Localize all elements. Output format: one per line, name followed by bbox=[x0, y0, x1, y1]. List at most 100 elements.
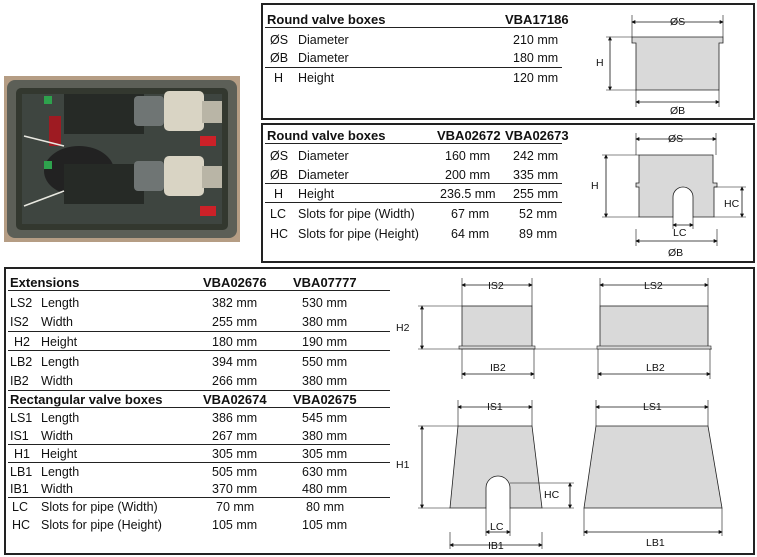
rect-ib1-label: IB1 bbox=[488, 540, 504, 552]
ext-value2: 190 mm bbox=[302, 335, 348, 349]
round2-sym: H bbox=[274, 187, 284, 201]
ext-value2: 530 mm bbox=[302, 296, 348, 310]
rect-value1: 386 mm bbox=[212, 411, 258, 425]
ext-value2: 550 mm bbox=[302, 355, 348, 369]
round2-side-label: H bbox=[591, 180, 599, 192]
extensions-title: Extensions bbox=[10, 275, 80, 290]
round2-value2: 335 mm bbox=[513, 168, 559, 182]
round1-sym: ØS bbox=[270, 33, 289, 47]
ext-label: Width bbox=[41, 374, 73, 388]
round2-value2: 89 mm bbox=[519, 227, 558, 241]
rect-lb1-label: LB1 bbox=[646, 537, 665, 549]
round1-diagram: ØS H ØB bbox=[596, 15, 724, 117]
rect-label: Height bbox=[41, 447, 78, 461]
round2-code1: VBA02672 bbox=[437, 128, 501, 143]
rect-label: Width bbox=[41, 482, 73, 496]
ext-value1: 266 mm bbox=[212, 374, 258, 388]
rect-h1-label: H1 bbox=[396, 459, 410, 471]
round2-value2: 52 mm bbox=[519, 207, 558, 221]
ext-sym: LB2 bbox=[10, 355, 33, 369]
round1-sym: ØB bbox=[270, 51, 289, 65]
round1-label: Diameter bbox=[298, 33, 349, 47]
rect-value2: 305 mm bbox=[302, 447, 348, 461]
round2-value1: 64 mm bbox=[451, 227, 490, 241]
extensions-code1: VBA02676 bbox=[203, 275, 267, 290]
rect-value1: 305 mm bbox=[212, 447, 258, 461]
round1-bottom-label: ØB bbox=[670, 105, 685, 117]
rect-label: Length bbox=[41, 465, 80, 479]
round2-sym: ØB bbox=[270, 168, 289, 182]
ext-ls2-label: LS2 bbox=[644, 280, 663, 292]
round2-sym: ØS bbox=[270, 149, 289, 163]
round1-top-label: ØS bbox=[670, 16, 685, 28]
ext-value1: 255 mm bbox=[212, 315, 258, 329]
rect-label: Slots for pipe (Height) bbox=[41, 518, 162, 532]
round2-value1: 67 mm bbox=[451, 207, 490, 221]
rect-value2: 105 mm bbox=[302, 518, 348, 532]
round1-label: Height bbox=[298, 71, 335, 85]
rect-is1-label: IS1 bbox=[487, 401, 503, 413]
ext-is2-label: IS2 bbox=[488, 280, 504, 292]
rect-ls1-label: LS1 bbox=[643, 401, 662, 413]
round1-value: 180 mm bbox=[513, 51, 559, 65]
round2-label: Slots for pipe (Height) bbox=[298, 227, 419, 241]
round2-label: Diameter bbox=[298, 149, 349, 163]
ext-value2: 380 mm bbox=[302, 374, 348, 388]
rect-value2: 480 mm bbox=[302, 482, 348, 496]
rect-value1: 370 mm bbox=[212, 482, 258, 496]
rect-hc-label: HC bbox=[544, 489, 560, 501]
ext-sym: IB2 bbox=[10, 374, 29, 388]
round1-label: Diameter bbox=[298, 51, 349, 65]
rect-sym: LC bbox=[12, 500, 28, 514]
rect-label: Width bbox=[41, 429, 73, 443]
rect-code2: VBA02675 bbox=[293, 392, 357, 407]
rect-value2: 80 mm bbox=[306, 500, 345, 514]
rect-label: Slots for pipe (Width) bbox=[41, 500, 158, 514]
rect-sym: IS1 bbox=[10, 429, 29, 443]
round2-bottom-label: ØB bbox=[668, 247, 683, 259]
round1-value: 120 mm bbox=[513, 71, 559, 85]
ext-label: Width bbox=[41, 315, 73, 329]
rect-value1: 267 mm bbox=[212, 429, 258, 443]
round1-code: VBA17186 bbox=[505, 12, 569, 27]
rect-code1: VBA02674 bbox=[203, 392, 267, 407]
valve-box-photo bbox=[4, 76, 240, 242]
ext-sym: H2 bbox=[14, 335, 30, 349]
round2-label: Height bbox=[298, 187, 335, 201]
round2-code2: VBA02673 bbox=[505, 128, 569, 143]
rect-value1: 105 mm bbox=[212, 518, 258, 532]
round1-side-label: H bbox=[596, 57, 604, 69]
rect-sym: H1 bbox=[14, 447, 30, 461]
ext-label: Length bbox=[41, 355, 80, 369]
ext-value1: 394 mm bbox=[212, 355, 258, 369]
round2-sym: HC bbox=[270, 227, 289, 241]
rectangular-diagrams: IS2 H2 IB2 LS2 LB2 IS1 H1 HC LC IB1 LS1 … bbox=[396, 278, 723, 552]
ext-sym: IS2 bbox=[10, 315, 29, 329]
extensions-code2: VBA07777 bbox=[293, 275, 357, 290]
round2-hc-label: HC bbox=[724, 198, 740, 210]
rect-lc-label: LC bbox=[490, 521, 504, 533]
round2-value2: 242 mm bbox=[513, 149, 559, 163]
rect-sym: LS1 bbox=[10, 411, 33, 425]
ext-ib2-label: IB2 bbox=[490, 362, 506, 374]
round1-title: Round valve boxes bbox=[267, 12, 386, 27]
round2-title: Round valve boxes bbox=[267, 128, 386, 143]
round2-value1: 200 mm bbox=[445, 168, 491, 182]
ext-label: Height bbox=[41, 335, 78, 349]
round2-value1: 236.5 mm bbox=[440, 187, 496, 201]
ext-sym: LS2 bbox=[10, 296, 33, 310]
rect-value1: 70 mm bbox=[216, 500, 255, 514]
ext-value1: 180 mm bbox=[212, 335, 258, 349]
round1-sym: H bbox=[274, 71, 284, 85]
round2-top-label: ØS bbox=[668, 133, 683, 145]
rect-title: Rectangular valve boxes bbox=[10, 392, 163, 407]
ext-h2-label: H2 bbox=[396, 322, 410, 334]
round2-value2: 255 mm bbox=[513, 187, 559, 201]
rect-value2: 545 mm bbox=[302, 411, 348, 425]
rect-sym: IB1 bbox=[10, 482, 29, 496]
rect-value2: 380 mm bbox=[302, 429, 348, 443]
ext-lb2-label: LB2 bbox=[646, 362, 665, 374]
rect-value1: 505 mm bbox=[212, 465, 258, 479]
round1-value: 210 mm bbox=[513, 33, 559, 47]
round2-lc-label: LC bbox=[673, 227, 687, 239]
